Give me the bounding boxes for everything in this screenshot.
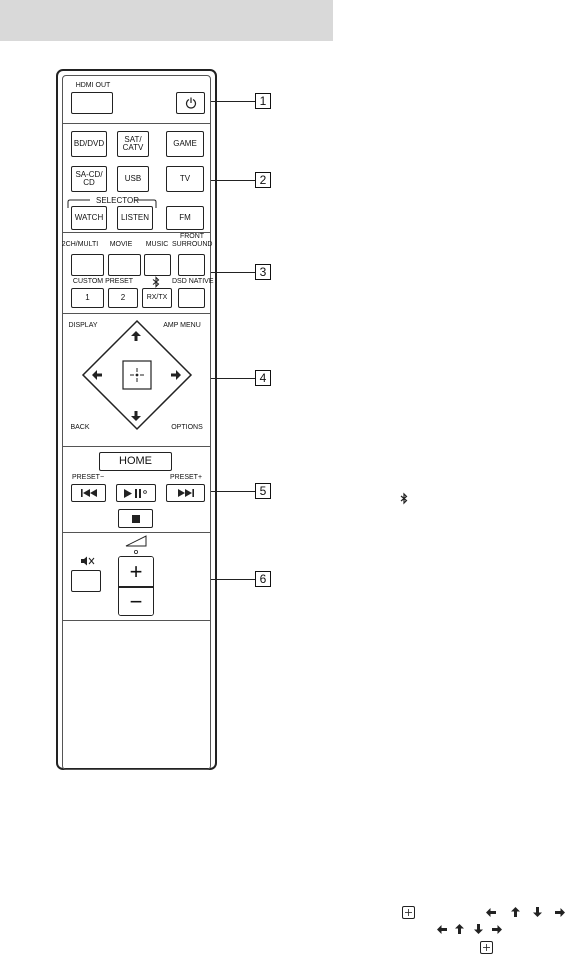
play-pause-icon — [124, 488, 147, 498]
mute-button[interactable] — [71, 570, 101, 592]
section-6-callout: 6 — [255, 571, 271, 587]
arrow-down-icon — [474, 924, 483, 934]
music-label: MUSIC — [145, 241, 169, 248]
hdmi-out-label: HDMI OUT — [75, 82, 111, 89]
arrow-right-icon — [555, 908, 565, 917]
panel-divider — [62, 446, 211, 447]
front-surround-label: FRONT SURROUND — [172, 233, 213, 248]
previous-icon — [80, 489, 97, 497]
arrow-down-icon — [533, 907, 542, 917]
volume-up-button[interactable]: + — [119, 557, 153, 586]
rx-tx-button[interactable]: RX/TX — [142, 288, 172, 308]
tv-button[interactable]: TV — [166, 166, 204, 192]
enter-icon — [402, 906, 415, 919]
mute-icon — [81, 556, 95, 566]
arrow-up-icon[interactable] — [131, 331, 141, 341]
callout-line-1 — [211, 101, 255, 102]
next-icon — [177, 489, 194, 497]
game-button[interactable]: GAME — [166, 131, 204, 157]
section-3-callout: 3 — [255, 264, 271, 280]
volume-down-button[interactable]: − — [119, 588, 153, 615]
section-4-callout: 4 — [255, 370, 271, 386]
preset-plus-label: PRESET+ — [169, 474, 203, 481]
arrow-up-icon — [455, 924, 464, 934]
callout-line-6 — [211, 579, 255, 580]
callout-line-2 — [211, 180, 255, 181]
page-header-bar — [0, 0, 333, 41]
front-surround-button[interactable] — [178, 254, 205, 276]
2ch-multi-button[interactable] — [71, 254, 104, 276]
preset-minus-label: PRESET− — [71, 474, 105, 481]
panel-divider — [62, 532, 211, 533]
2ch-multi-label: 2CH/MULTI — [61, 241, 99, 248]
enter-icon[interactable] — [129, 367, 145, 383]
listen-button[interactable]: LISTEN — [117, 206, 153, 230]
usb-button[interactable]: USB — [117, 166, 149, 192]
arrow-right-icon[interactable] — [171, 370, 181, 380]
stop-icon — [131, 514, 140, 523]
arrow-left-icon — [437, 925, 447, 934]
play-pause-button[interactable] — [116, 484, 156, 502]
bluetooth-icon — [400, 492, 408, 505]
dsd-native-button[interactable] — [178, 288, 205, 308]
movie-button[interactable] — [108, 254, 141, 276]
volume-rocker-divider — [118, 586, 154, 588]
next-button[interactable] — [166, 484, 205, 502]
panel-divider — [62, 123, 211, 124]
arrow-right-icon — [492, 925, 502, 934]
amp-menu-label: AMP MENU — [163, 322, 201, 329]
section-2-callout: 2 — [255, 172, 271, 188]
arrow-up-icon — [511, 907, 520, 917]
arrow-down-icon[interactable] — [131, 411, 141, 421]
section-1-callout: 1 — [255, 93, 271, 109]
enter-icon — [480, 941, 493, 954]
previous-button[interactable] — [71, 484, 106, 502]
volume-tactile-dot-icon — [133, 549, 139, 555]
selector-label: SELECTOR — [96, 196, 139, 205]
back-label: BACK — [70, 424, 90, 431]
options-label: OPTIONS — [171, 424, 203, 431]
stop-button[interactable] — [118, 509, 153, 528]
sa-cd-button[interactable]: SA-CD/ CD — [71, 166, 107, 192]
power-icon — [185, 97, 196, 109]
custom-preset-2-button[interactable]: 2 — [108, 288, 138, 308]
selector-bracket — [67, 199, 157, 208]
sat-catv-button[interactable]: SAT/ CATV — [117, 131, 149, 157]
dsd-native-label: DSD NATIVE — [172, 278, 214, 285]
volume-icon — [125, 535, 147, 547]
arrow-left-icon — [486, 908, 496, 917]
custom-preset-1-button[interactable]: 1 — [71, 288, 104, 308]
power-button[interactable] — [176, 92, 205, 114]
callout-line-3 — [211, 272, 255, 273]
panel-divider — [62, 313, 211, 314]
arrow-left-icon[interactable] — [92, 370, 102, 380]
section-5-callout: 5 — [255, 483, 271, 499]
remote-control-inner-frame — [62, 75, 211, 770]
display-label: DISPLAY — [68, 322, 98, 329]
home-button[interactable]: HOME — [99, 452, 172, 471]
watch-button[interactable]: WATCH — [71, 206, 107, 230]
fm-button[interactable]: FM — [166, 206, 204, 230]
bluetooth-icon — [152, 276, 160, 288]
custom-preset-label: CUSTOM PRESET — [72, 278, 134, 285]
bd-dvd-button[interactable]: BD/DVD — [71, 131, 107, 157]
callout-line-4 — [211, 378, 255, 379]
hdmi-out-button[interactable] — [71, 92, 113, 114]
music-button[interactable] — [144, 254, 171, 276]
panel-divider — [62, 620, 211, 621]
movie-label: MOVIE — [109, 241, 133, 248]
panel-divider — [62, 232, 211, 233]
callout-line-5 — [211, 491, 255, 492]
